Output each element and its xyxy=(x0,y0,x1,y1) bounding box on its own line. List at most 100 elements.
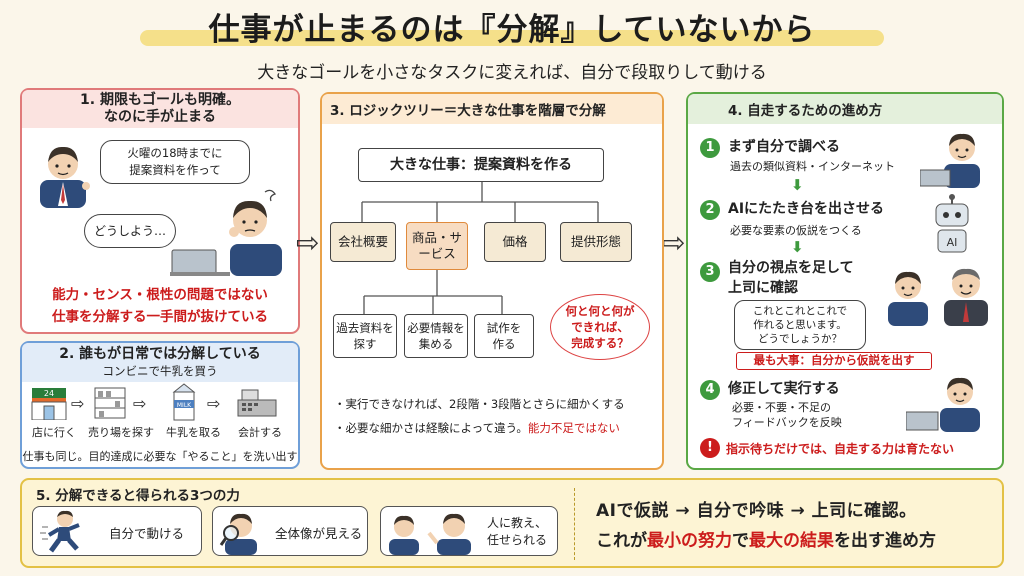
shelf-icon xyxy=(94,387,126,419)
step-4-sub-line1: 必要・不要・不足の xyxy=(732,401,831,414)
step-label: 牛乳を取る xyxy=(166,426,221,439)
panel-4-warning: 指示待ちだけでは、自走する力は育たない xyxy=(726,442,955,456)
flow-arrow-icon: ⇨ xyxy=(296,226,320,259)
summary-prefix: これが xyxy=(596,531,647,551)
tree-node-find-docs: 過去資料を探す xyxy=(333,314,397,358)
benefit-label-line1: 人に教え、 xyxy=(487,516,548,530)
step-3-title-line2: 上司に確認 xyxy=(728,280,798,296)
tree-root-label: 大きな仕事：提案資料を作る xyxy=(390,157,572,173)
node-label-line2: 探す xyxy=(353,337,377,351)
flow-arrow-icon: ⇨ xyxy=(662,226,686,259)
node-label: 提供形態 xyxy=(570,234,621,249)
panel-1-heading-line2: なのに手が止まる xyxy=(104,109,216,125)
step-label: 店に行く xyxy=(32,426,76,439)
step-3-badge: 3 xyxy=(700,262,720,282)
panel-1-conclusion: 能力・センス・根性の問題ではない 仕事を分解する一手間が抜けている xyxy=(20,284,300,328)
panel-4-heading: 4. 自走するための進め方 xyxy=(688,94,1002,124)
step-4-sub: 必要・不要・不足の フィードバックを反映 xyxy=(732,400,842,430)
worker-and-boss-icon xyxy=(888,268,988,326)
summary-line-1: AIで仮説 → 自分で吟味 → 上司に確認。 xyxy=(596,501,917,521)
step-down-arrow-icon: ⬇ xyxy=(791,176,804,194)
step-label: 売り場を探す xyxy=(88,426,154,439)
step-label: 会計する xyxy=(238,426,282,439)
step-2-title: AIにたたき台を出させる xyxy=(728,201,885,217)
tree-node-price: 価格 xyxy=(484,222,546,262)
worried-worker-icon xyxy=(170,189,282,276)
proposal-line3: どうでしょうか？ xyxy=(758,333,842,345)
store-sign-text: 24 xyxy=(44,389,54,398)
step-arrow-3-icon: ⇨ xyxy=(207,394,221,413)
question-line1: 何と何と何が xyxy=(565,304,635,318)
question-bubble: 何と何と何が できれば、 完成する？ xyxy=(550,294,650,360)
summary-suffix: を出す進め方 xyxy=(834,531,936,551)
page-subtitle: 大きなゴールを小さなタスクに変えれば、自分で段取りして動ける xyxy=(257,63,767,83)
panel-5-divider xyxy=(574,488,575,560)
convenience-store-icon: 24 xyxy=(31,388,67,420)
executing-worker-icon xyxy=(906,377,980,432)
benefit-label: 自分で動ける xyxy=(109,526,185,541)
benefit-label: 全体像が見える xyxy=(275,526,363,541)
panel-1-heading: 1. 期限もゴールも明確。 なのに手が止まる xyxy=(22,90,298,128)
summary-max-result: 最大の結果 xyxy=(749,531,834,551)
node-label: 商品・サービス xyxy=(411,230,462,261)
ai-robot-icon: AI xyxy=(935,194,969,253)
panel-2-heading-area: 2. 誰もが日常では分解している コンビニで牛乳を買う xyxy=(22,343,298,382)
question-line2: できれば、 xyxy=(571,320,629,334)
tree-node-delivery: 提供形態 xyxy=(560,222,632,262)
robot-label: AI xyxy=(947,236,958,249)
benefit-label-line2: 任せられる xyxy=(487,533,548,547)
boss-bubble-line1: 火曜の18時までに xyxy=(127,146,223,160)
benefit-delegate: 人に教え、 任せられる xyxy=(380,506,558,556)
worker-bubble-text: どうしよう… xyxy=(93,224,166,238)
page-title: 仕事が止まるのは『分解』していないから xyxy=(208,12,816,48)
tree-root-node: 大きな仕事：提案資料を作る xyxy=(358,148,604,182)
step-2-sub: 必要な要素の仮説をつくる xyxy=(730,224,862,237)
panel-3-heading: 3. ロジックツリー＝大きな仕事を階層で分解 xyxy=(322,94,662,124)
step-4-sub-line2: フィードバックを反映 xyxy=(732,416,842,429)
teaching-people-icon xyxy=(389,513,471,555)
researching-worker-icon xyxy=(920,133,980,188)
step-3-title: 自分の視点を足して 上司に確認 xyxy=(728,258,854,298)
step-down-arrow-icon: ⬇ xyxy=(791,238,804,256)
tree-connectors xyxy=(361,182,599,314)
step-arrow-2-icon: ⇨ xyxy=(133,394,147,413)
proposal-line2: 作れると思います。 xyxy=(753,319,847,331)
panel-4: 4. 自走するための進め方 xyxy=(686,92,1004,470)
step-2-badge: 2 xyxy=(700,200,720,220)
panel-3-note-2: ・必要な細かさは経験によって違う。能力不足ではない xyxy=(334,420,620,436)
node-label-line1: 必要情報を xyxy=(407,321,465,335)
milk-label-text: MILK xyxy=(177,402,192,409)
note-2-red: 能力不足ではない xyxy=(527,421,620,435)
title-highlight xyxy=(140,30,884,46)
panel-2-subheading: コンビニで牛乳を買う xyxy=(102,364,218,378)
panel-2-heading: 2. 誰もが日常では分解している xyxy=(59,346,261,362)
boss-icon xyxy=(40,146,90,208)
summary-line-2: これが最小の努力で最大の結果を出す進め方 xyxy=(596,526,936,551)
note-2-prefix: ・必要な細かさは経験によって違う。 xyxy=(334,421,528,435)
tree-node-prototype: 試作を作る xyxy=(474,314,534,358)
tree-node-product: 商品・サービス xyxy=(406,222,468,270)
step-3-title-line1: 自分の視点を足して xyxy=(728,260,854,276)
panel-3-note-1: ・実行できなければ、2段階・3段階とさらに細かくする xyxy=(334,397,625,411)
benefit-self-driven: 自分で動ける xyxy=(32,506,202,556)
step-1-sub: 過去の類似資料・インターネット xyxy=(730,160,895,173)
benefit-big-picture: 全体像が見える xyxy=(212,506,368,556)
summary-min-effort: 最小の努力 xyxy=(647,531,732,551)
question-line3: 完成する？ xyxy=(571,336,629,350)
node-label-line2: 集める xyxy=(418,337,454,351)
tree-node-gather-info: 必要情報を集める xyxy=(404,314,468,358)
milk-carton-icon: MILK xyxy=(172,383,196,421)
step-4-title: 修正して実行する xyxy=(728,381,840,397)
step-arrow-1-icon: ⇨ xyxy=(71,394,85,413)
boss-speech-bubble: 火曜の18時までに 提案資料を作って xyxy=(100,140,250,184)
cash-register-icon xyxy=(237,389,277,417)
key-point-badge: 最も大事：自分から仮説を出す xyxy=(736,352,932,370)
panel-1-heading-line1: 1. 期限もゴールも明確。 xyxy=(80,92,240,108)
tree-node-company: 会社概要 xyxy=(330,222,396,262)
benefit-label-group: 人に教え、 任せられる xyxy=(487,515,547,549)
warning-icon: ! xyxy=(700,438,720,458)
summary-mid: で xyxy=(732,531,749,551)
panel-1-conclusion-line2: 仕事を分解する一手間が抜けている xyxy=(52,309,268,325)
boss-bubble-line2: 提案資料を作って xyxy=(129,163,221,177)
running-person-icon xyxy=(40,510,80,553)
